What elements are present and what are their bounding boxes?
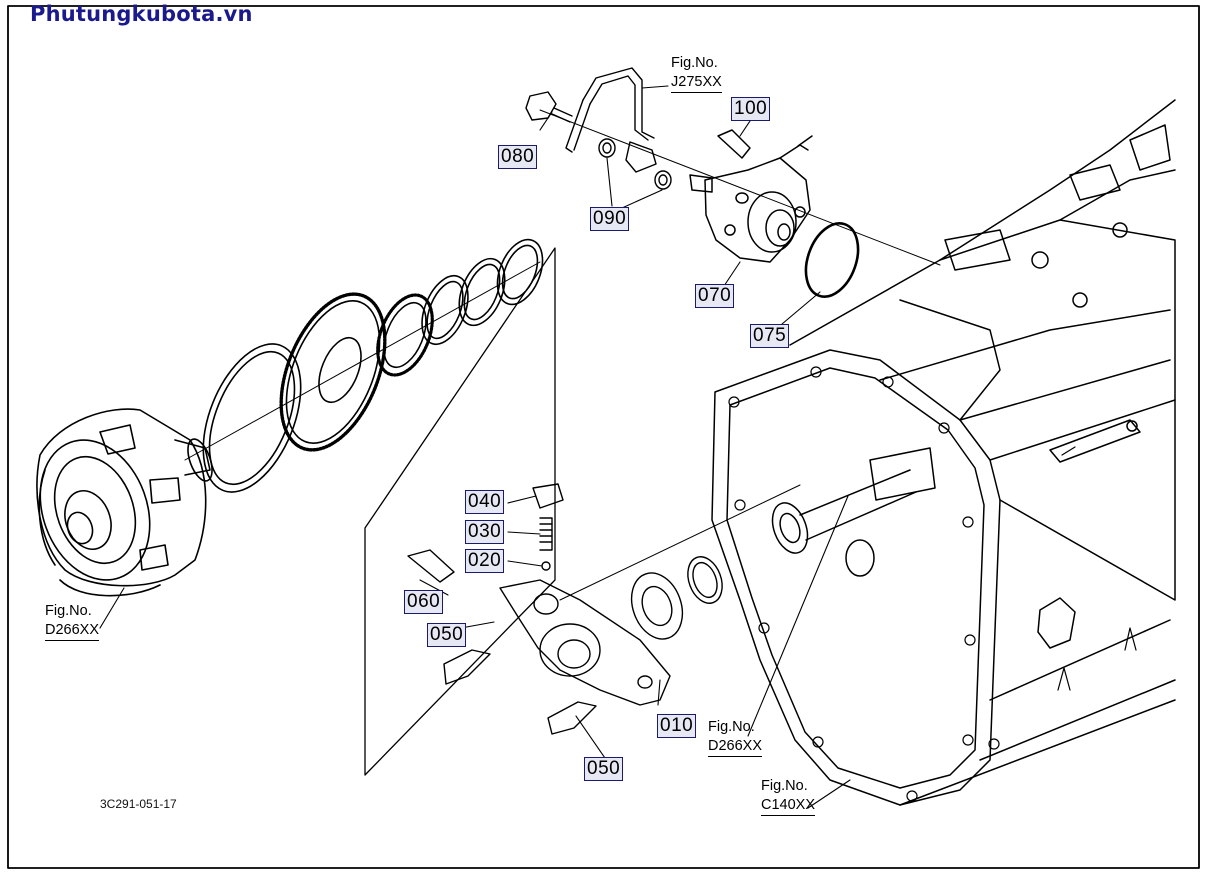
figure-reference[interactable]: Fig.No. C140XX [761, 777, 816, 816]
figure-reference[interactable]: Fig.No. J275XX [671, 54, 722, 93]
part-010-label[interactable]: 010 [657, 714, 697, 738]
part-075-label[interactable]: 075 [750, 324, 790, 348]
part-030-label[interactable]: 030 [465, 520, 505, 544]
transmission-housing [711, 99, 1176, 806]
clutch-drum-assembly [36, 408, 213, 597]
site-brand: Phutungkubota.vn [30, 2, 253, 26]
housing-studs [1057, 446, 1137, 691]
part-020-label[interactable]: 020 [465, 549, 505, 573]
part-050-label[interactable]: 050 [584, 757, 624, 781]
part-040-label[interactable]: 040 [465, 490, 505, 514]
clutch-plates [202, 238, 544, 493]
valve-body [689, 129, 860, 298]
figure-reference[interactable]: Fig.No. D266XX [45, 602, 100, 641]
figure-ref-number: D266XX [708, 737, 763, 757]
explode-outline [364, 247, 556, 776]
housing-bolt-holes [728, 366, 1000, 802]
figure-ref-caption: Fig.No. [761, 778, 808, 794]
part-060-label[interactable]: 060 [404, 590, 444, 614]
figure-ref-number: C140XX [761, 796, 816, 816]
part-070-label[interactable]: 070 [695, 284, 735, 308]
part-050-label[interactable]: 050 [427, 623, 467, 647]
part-080-label[interactable]: 080 [498, 145, 538, 169]
oil-pipe [525, 67, 672, 190]
figure-ref-caption: Fig.No. [671, 55, 718, 71]
figure-ref-number: J275XX [671, 73, 722, 93]
part-100-label[interactable]: 100 [731, 97, 771, 121]
figure-ref-number: D266XX [45, 621, 100, 641]
drawing-frame [7, 5, 1200, 869]
shift-fork-assembly [407, 483, 723, 735]
figure-reference[interactable]: Fig.No. D266XX [708, 718, 763, 757]
figure-ref-caption: Fig.No. [708, 719, 755, 735]
figure-ref-caption: Fig.No. [45, 603, 92, 619]
drawing-code: 3C291-051-17 [100, 797, 177, 811]
part-090-label[interactable]: 090 [590, 207, 630, 231]
